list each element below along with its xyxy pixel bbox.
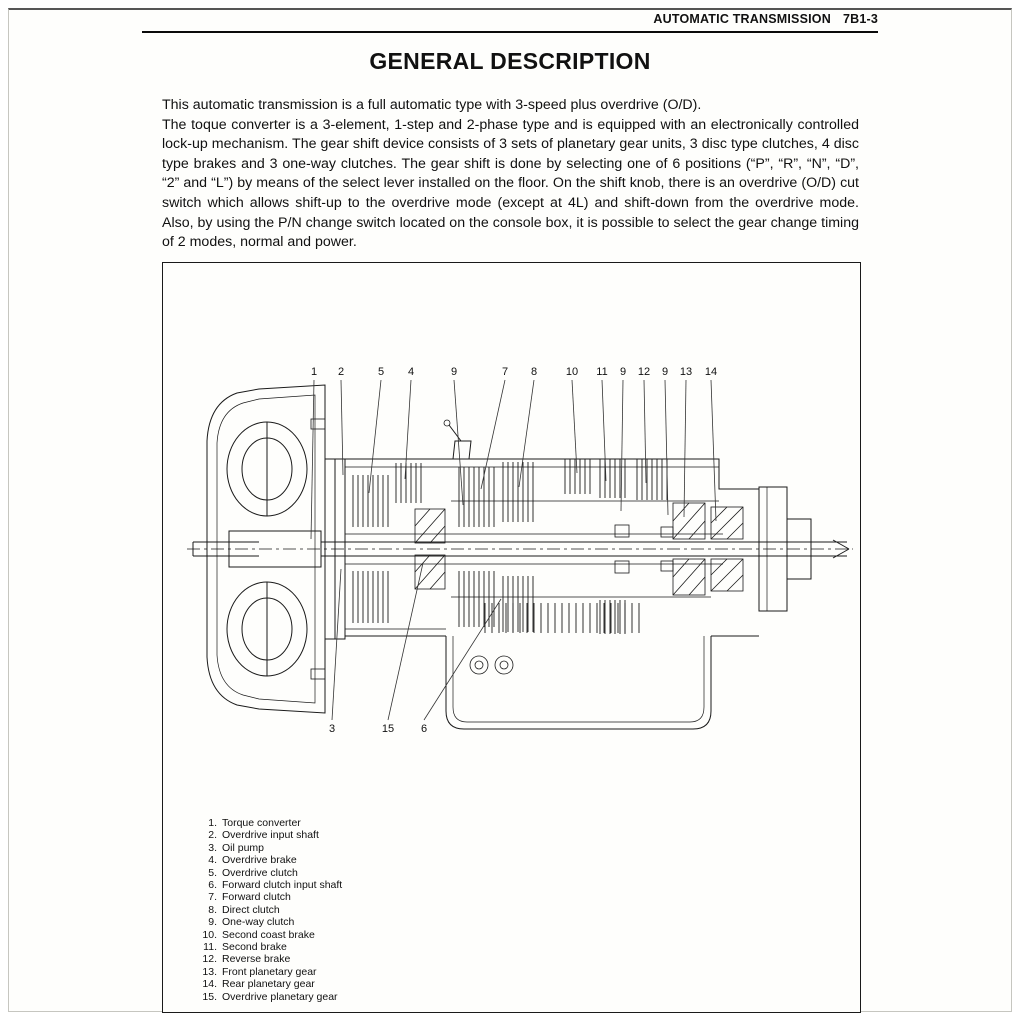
callout-number: 4 bbox=[408, 366, 414, 378]
legend-row: 8. Direct clutch bbox=[193, 904, 342, 916]
legend-row: 10. Second coast brake bbox=[193, 929, 342, 941]
legend-row: 13. Front planetary gear bbox=[193, 966, 342, 978]
page-title: GENERAL DESCRIPTION bbox=[369, 48, 651, 74]
callout-number: 13 bbox=[680, 366, 692, 378]
legend-row: 5. Overdrive clutch bbox=[193, 867, 342, 879]
legend-label: Forward clutch bbox=[222, 891, 291, 904]
legend-label: Rear planetary gear bbox=[222, 978, 315, 991]
legend-number: 9. bbox=[208, 916, 217, 929]
legend-number: 11. bbox=[203, 941, 217, 954]
legend-label: Second coast brake bbox=[222, 928, 315, 941]
callout-number: 11 bbox=[596, 366, 607, 378]
clutch-pack-hatching bbox=[352, 459, 668, 634]
paragraph-1: This automatic transmission is a full au… bbox=[162, 97, 702, 113]
body-text: This automatic transmission is a full au… bbox=[162, 96, 859, 253]
callout-number: 7 bbox=[502, 366, 508, 378]
legend-number: 4. bbox=[208, 854, 217, 867]
callout-number: 5 bbox=[378, 366, 384, 378]
legend-number: 13. bbox=[202, 965, 217, 978]
callout-number: 15 bbox=[382, 723, 394, 735]
legend-row: 15. Overdrive planetary gear bbox=[193, 991, 342, 1003]
legend-number: 14. bbox=[202, 978, 217, 991]
legend-label: Overdrive planetary gear bbox=[222, 990, 338, 1003]
legend-number: 15. bbox=[202, 990, 217, 1003]
legend-row: 6. Forward clutch input shaft bbox=[193, 879, 342, 891]
legend-label: Reverse brake bbox=[222, 953, 291, 966]
legend-number: 3. bbox=[208, 841, 217, 854]
legend-label: Front planetary gear bbox=[222, 965, 317, 978]
callout-number: 1 bbox=[311, 366, 317, 378]
legend-number: 7. bbox=[208, 891, 217, 904]
legend-label: Oil pump bbox=[222, 841, 265, 854]
callout-number: 9 bbox=[451, 366, 457, 378]
legend-number: 2. bbox=[208, 829, 217, 842]
legend-number: 6. bbox=[208, 879, 217, 892]
legend-label: Forward clutch input shaft bbox=[222, 879, 343, 892]
callout-leader-lines bbox=[310, 379, 717, 721]
callout-number: 6 bbox=[421, 723, 427, 735]
diagram-linework bbox=[187, 384, 853, 730]
header-section: AUTOMATIC TRANSMISSION bbox=[653, 12, 831, 26]
callout-number: 14 bbox=[705, 366, 717, 378]
legend-row: 12. Reverse brake bbox=[193, 953, 342, 965]
callout-number: 12 bbox=[638, 366, 650, 378]
legend-label: One-way clutch bbox=[222, 916, 295, 929]
legend-label: Direct clutch bbox=[222, 903, 280, 916]
legend-label: Overdrive input shaft bbox=[222, 829, 319, 842]
legend-label: Overdrive brake bbox=[222, 854, 297, 867]
figure-legend: 1. Torque converter 2. Overdrive input s… bbox=[193, 817, 342, 1003]
callout-number: 8 bbox=[531, 366, 537, 378]
legend-row: 7. Forward clutch bbox=[193, 891, 342, 903]
paragraph-2: The toque converter is a 3-element, 1-st… bbox=[162, 116, 859, 251]
legend-row: 14. Rear planetary gear bbox=[193, 978, 342, 990]
callout-number: 2 bbox=[338, 366, 344, 378]
legend-row: 11. Second brake bbox=[193, 941, 342, 953]
callout-number: 9 bbox=[620, 366, 626, 378]
legend-number: 10. bbox=[202, 928, 217, 941]
legend-row: 2. Overdrive input shaft bbox=[193, 829, 342, 841]
page-header: AUTOMATIC TRANSMISSION 7B1-3 bbox=[653, 12, 878, 26]
legend-label: Second brake bbox=[222, 941, 287, 954]
legend-row: 9. One-way clutch bbox=[193, 916, 342, 928]
planetary-gear-hatching bbox=[414, 502, 744, 596]
callout-number: 3 bbox=[329, 723, 335, 735]
legend-number: 5. bbox=[208, 866, 217, 879]
callout-number: 10 bbox=[566, 366, 578, 378]
legend-label: Torque converter bbox=[222, 817, 301, 829]
legend-row: 1. Torque converter bbox=[193, 817, 342, 829]
header-page-code: 7B1-3 bbox=[842, 12, 878, 26]
legend-number: 12. bbox=[202, 953, 217, 966]
legend-number: 8. bbox=[208, 903, 217, 916]
callout-number: 9 bbox=[662, 366, 668, 378]
legend-number: 1. bbox=[208, 817, 217, 829]
legend-row: 3. Oil pump bbox=[193, 842, 342, 854]
legend-label: Overdrive clutch bbox=[222, 866, 298, 879]
header-rule bbox=[142, 31, 878, 33]
legend-row: 4. Overdrive brake bbox=[193, 854, 342, 866]
